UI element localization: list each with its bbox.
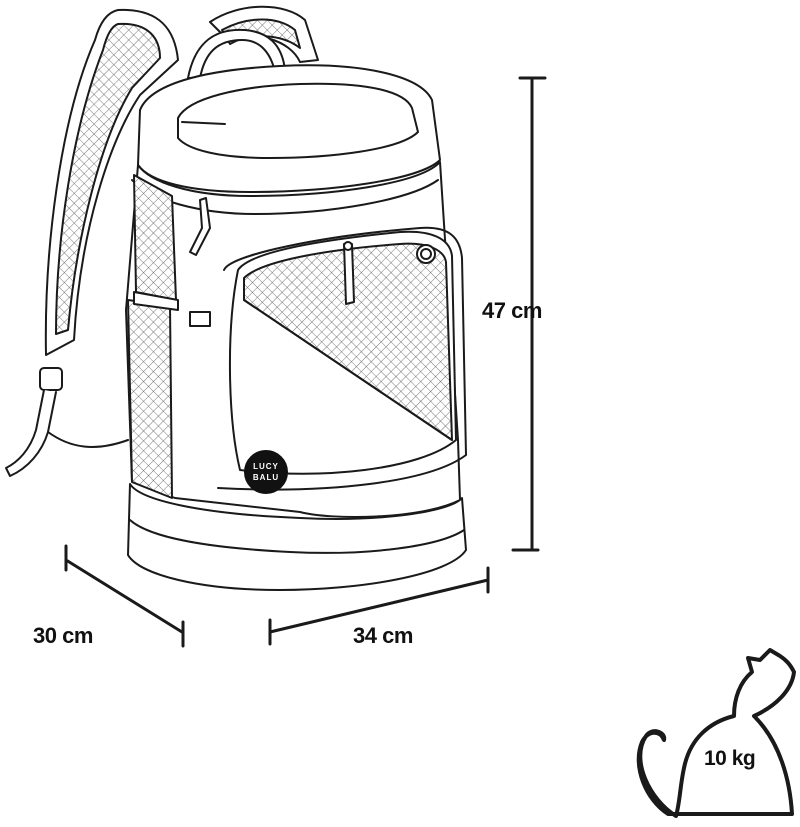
weight-label: 10 kg (704, 747, 756, 770)
height-label: 47 cm (482, 298, 542, 323)
cat-icon (636, 648, 796, 818)
brand-logo (244, 450, 288, 494)
width-label: 34 cm (353, 623, 413, 648)
backpack-body (125, 64, 467, 591)
shoulder-strap-left (5, 8, 179, 477)
brand-logo-line2: BALU (253, 473, 279, 482)
depth-label: 30 cm (33, 623, 93, 648)
brand-logo-line1: LUCY (253, 462, 279, 471)
width-dimension-line (268, 566, 490, 646)
height-dimension-line (511, 76, 547, 552)
depth-dimension-line (64, 544, 185, 648)
